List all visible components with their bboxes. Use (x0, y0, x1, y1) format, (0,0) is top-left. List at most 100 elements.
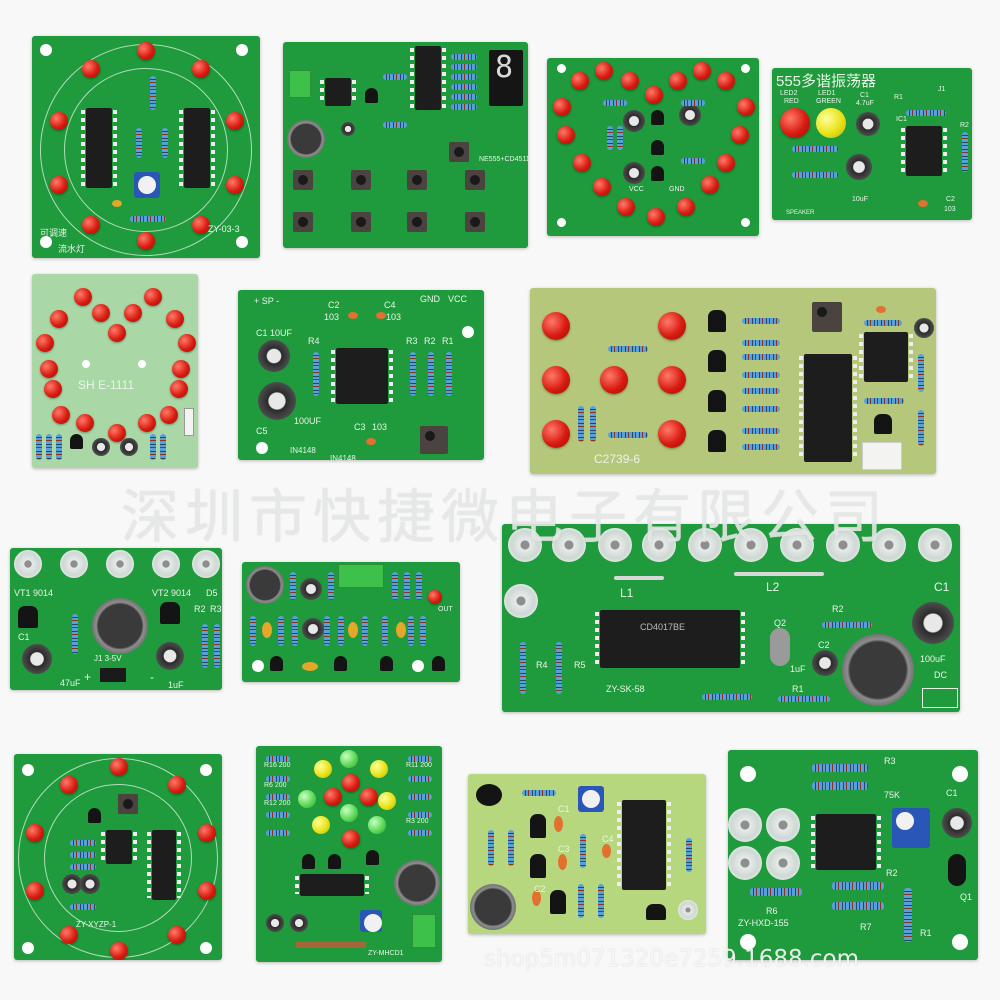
led-clear (766, 808, 800, 842)
led-clear (152, 550, 180, 578)
terminal-block (289, 70, 311, 98)
mount-hole (138, 360, 146, 368)
resistor (488, 830, 494, 866)
led-clear (728, 808, 762, 842)
resistor (266, 812, 290, 818)
label-c1: C1 10UF (256, 328, 293, 338)
pcb-board-11-roulette: ZY-XYZP-1 (14, 754, 222, 960)
label-model: ZY-HXD-155 (738, 918, 789, 928)
resistor (408, 776, 432, 782)
resistor (150, 76, 156, 110)
led-red (168, 926, 186, 944)
resistor (681, 158, 705, 164)
resistor (56, 434, 62, 460)
jumper-wire (296, 942, 366, 948)
led-red (542, 312, 570, 340)
transistor (530, 854, 546, 878)
label-r3: R3 (884, 756, 896, 766)
tactile-switch (118, 794, 138, 814)
led-red (573, 154, 591, 172)
electrolytic-capacitor (302, 618, 324, 640)
ic-chip (179, 108, 215, 188)
resistor (451, 94, 477, 100)
led-red (731, 126, 749, 144)
resistor (446, 352, 452, 396)
transistor (708, 310, 726, 332)
electrolytic-capacitor (120, 438, 138, 456)
led-red (138, 414, 156, 432)
resistor (822, 622, 872, 628)
led-red (44, 380, 62, 398)
resistor (338, 616, 344, 646)
ceramic-capacitor (376, 312, 386, 319)
resistor (598, 884, 604, 918)
mount-hole (236, 236, 248, 248)
resistor (324, 616, 330, 646)
label-model: ZY-XYZP-1 (76, 920, 117, 929)
led-red (198, 882, 216, 900)
resistor (603, 100, 627, 106)
tactile-switch (420, 426, 448, 454)
label-r3: R3 (210, 604, 222, 614)
led-clear (192, 550, 220, 578)
led-red (92, 304, 110, 322)
led-red (693, 62, 711, 80)
mount-hole (740, 766, 756, 782)
label-flow-light: 流水灯 (58, 244, 86, 254)
mount-hole (200, 764, 212, 776)
label-vt2: VT2 9014 (152, 588, 192, 598)
transistor (365, 88, 378, 103)
resistor (420, 616, 426, 646)
label-c2: C2 (534, 884, 546, 894)
label-c3-value: 103 (372, 422, 388, 432)
led-red (600, 366, 628, 394)
transistor (270, 656, 283, 671)
pcb-board-7-led-dice: C2739-6 (530, 288, 936, 474)
resistor (617, 126, 623, 150)
jumper-wire (614, 576, 664, 580)
led-red (360, 788, 378, 806)
electrolytic-capacitor (341, 122, 355, 136)
transistor (770, 628, 790, 666)
electrolytic-capacitor (846, 154, 872, 180)
ceramic-capacitor (262, 622, 272, 638)
label-dc: DC (934, 670, 947, 680)
label-47uf: 47uF (60, 678, 81, 688)
led-red (50, 176, 68, 194)
led-green (368, 816, 386, 834)
pcb-board-4-555-multivibrator: 555多谐振荡器 LED2 RED LED1 GREEN C1 4.7uF R1… (772, 68, 972, 220)
led-red (166, 310, 184, 328)
led-red (74, 288, 92, 306)
pcb-board-5-sh-e1111: SH E-1111 (32, 274, 198, 468)
resistor (792, 146, 838, 152)
resistor (686, 838, 692, 872)
led-red (110, 942, 128, 960)
mount-hole (256, 442, 268, 454)
mount-hole (22, 942, 34, 954)
ceramic-capacitor (112, 200, 122, 207)
resistor (410, 352, 416, 396)
resistor (578, 406, 584, 442)
resistor (578, 884, 584, 918)
resistor (812, 764, 868, 772)
label-r4: R4 (308, 336, 320, 346)
resistor (451, 104, 477, 110)
led-clear (106, 550, 134, 578)
terminal-block (412, 914, 436, 948)
label-r4: R4 (536, 660, 548, 670)
ic-555-chip (859, 332, 913, 382)
electrolytic-capacitor (62, 874, 82, 894)
ic-cd4017-chip (799, 354, 857, 462)
led-red (110, 758, 128, 776)
resistor (904, 888, 912, 942)
led-red (160, 406, 178, 424)
ceramic-capacitor (302, 662, 318, 671)
resistor (46, 434, 52, 460)
potentiometer (892, 808, 930, 848)
tactile-switch (351, 170, 371, 190)
resistor (864, 320, 902, 326)
resistor (864, 398, 904, 404)
led-red (198, 824, 216, 842)
resistor (362, 616, 368, 646)
resistor (150, 434, 156, 460)
